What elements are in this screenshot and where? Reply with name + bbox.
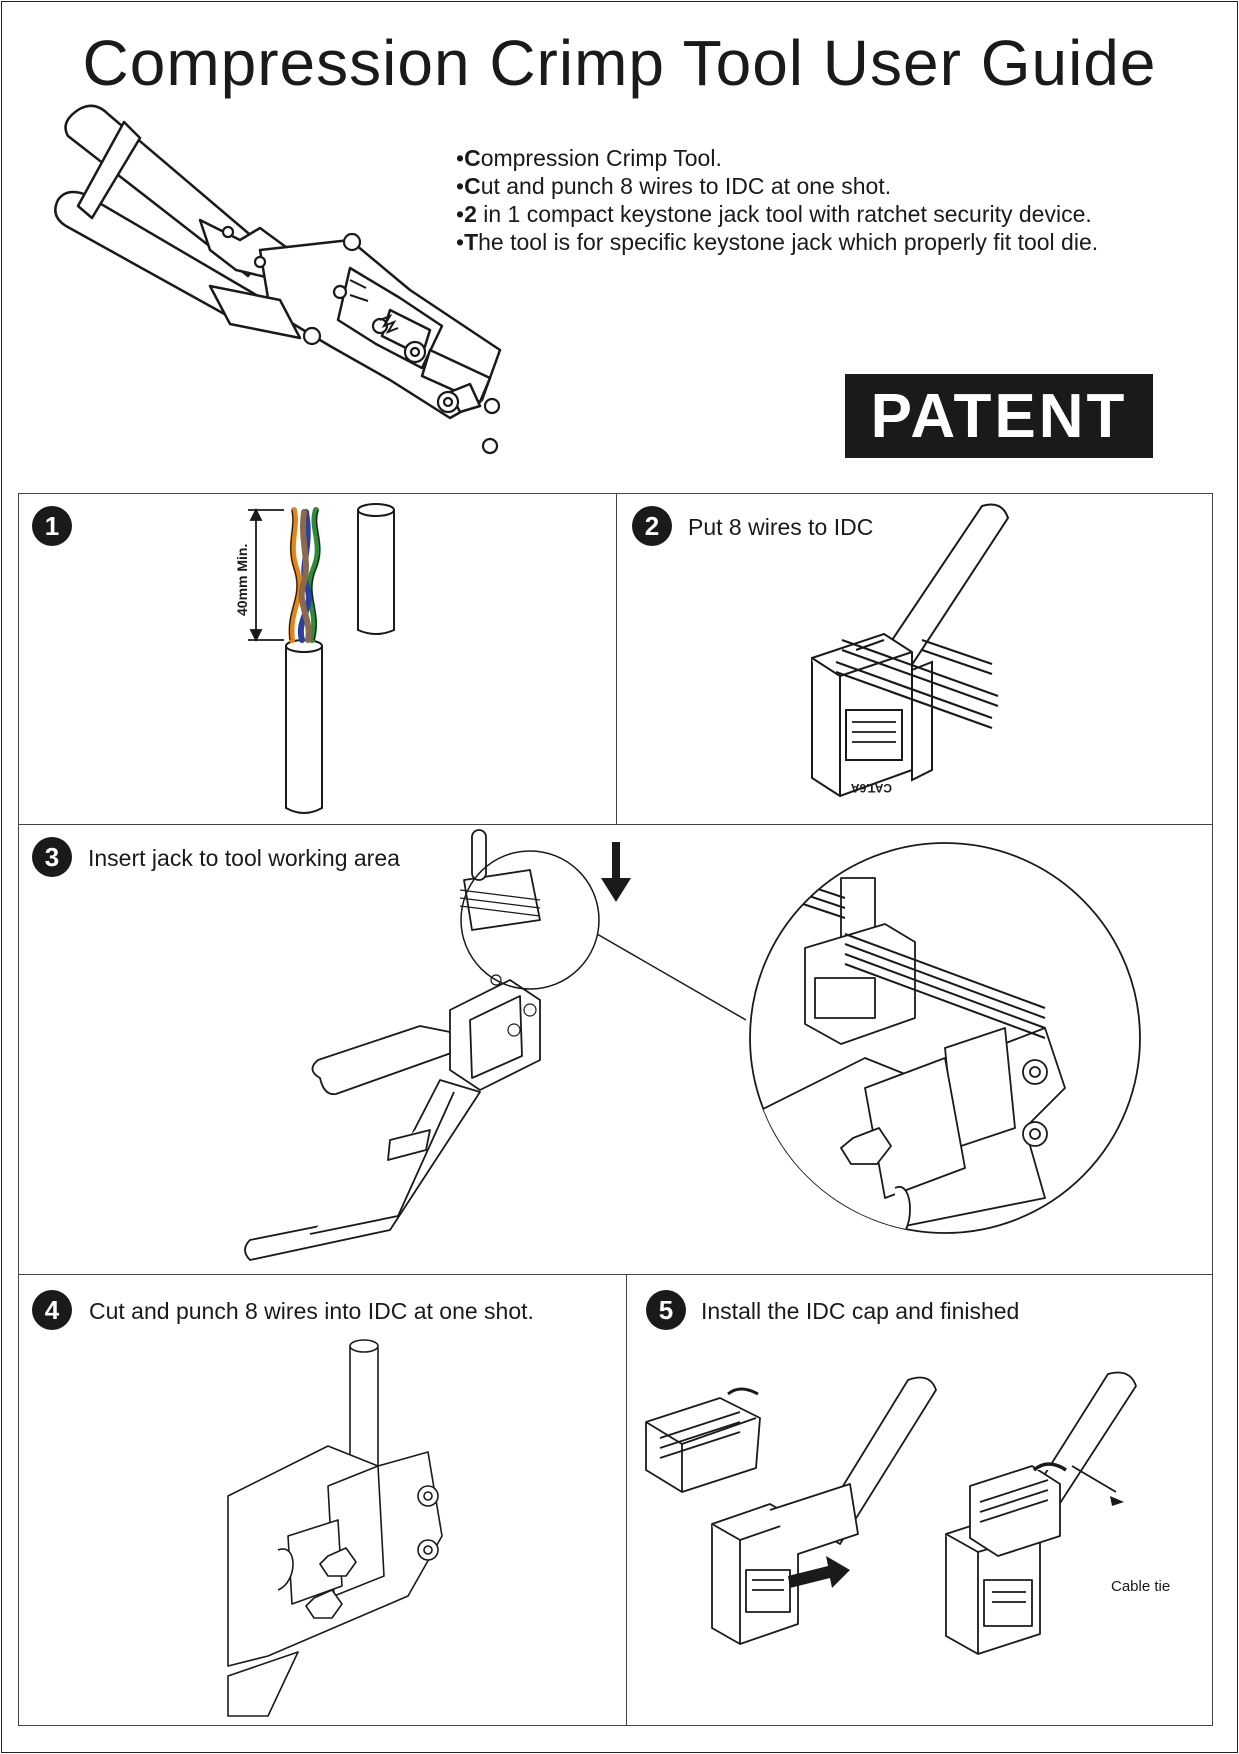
down-arrow-icon	[601, 842, 631, 902]
feature-list: •Compression Crimp Tool. •Cut and punch …	[456, 144, 1098, 256]
step-label: Insert jack to tool working area	[88, 845, 400, 871]
cut-and-punch-illustration	[227, 1339, 443, 1717]
step-1-panel	[18, 493, 617, 824]
step-3-panel	[18, 824, 1213, 1275]
feature-initial: 2	[464, 201, 477, 227]
bullet: •	[456, 201, 465, 227]
patent-badge: PATENT	[845, 374, 1153, 458]
bullet: •	[456, 145, 465, 171]
step-label: Put 8 wires to IDC	[688, 514, 874, 540]
feature-text: ompression Crimp Tool.	[480, 145, 722, 171]
feature-item: •The tool is for specific keystone jack …	[456, 228, 1098, 256]
feature-item: •2 in 1 compact keystone jack tool with …	[456, 200, 1098, 228]
page-title: Compression Crimp Tool User Guide	[82, 27, 1157, 99]
tool-insert-illustration	[244, 829, 747, 1261]
detail-magnifier-illustration	[749, 842, 1141, 1234]
feature-initial: C	[464, 173, 481, 199]
step-label: Install the IDC cap and finished	[701, 1298, 1020, 1324]
step-number-badge: 5	[646, 1290, 686, 1330]
bullet: •	[456, 229, 465, 255]
install-cap-illustration	[645, 1371, 1137, 1655]
feature-text: ut and punch 8 wires to IDC at one shot.	[480, 173, 892, 199]
step-number-badge: 1	[32, 506, 72, 546]
step-number-badge: 4	[32, 1290, 72, 1330]
crimp-tool-illustration	[54, 104, 502, 455]
dimension-label: 40mm Min.	[234, 543, 250, 616]
bullet: •	[456, 173, 465, 199]
feature-initial: C	[464, 145, 481, 171]
feature-text: he tool is for specific keystone jack wh…	[478, 229, 1099, 255]
feature-item: •Compression Crimp Tool.	[456, 144, 1098, 172]
step-number-badge: 3	[32, 837, 72, 877]
jack-marking: CAT.6A	[851, 781, 892, 795]
cable-tie-callout: Cable tie	[1111, 1578, 1171, 1595]
feature-item: •Cut and punch 8 wires to IDC at one sho…	[456, 172, 1098, 200]
step-number-badge: 2	[632, 506, 672, 546]
feature-text: in 1 compact keystone jack tool with rat…	[476, 201, 1092, 227]
jack-with-wires-illustration: CAT.6A	[811, 503, 1010, 798]
step-label: Cut and punch 8 wires into IDC at one sh…	[89, 1298, 534, 1324]
cable-stripped-illustration	[248, 503, 395, 814]
step-5-panel	[626, 1274, 1213, 1726]
feature-initial: T	[464, 229, 479, 255]
step-2-panel	[616, 493, 1213, 824]
step-4-panel	[18, 1274, 627, 1726]
